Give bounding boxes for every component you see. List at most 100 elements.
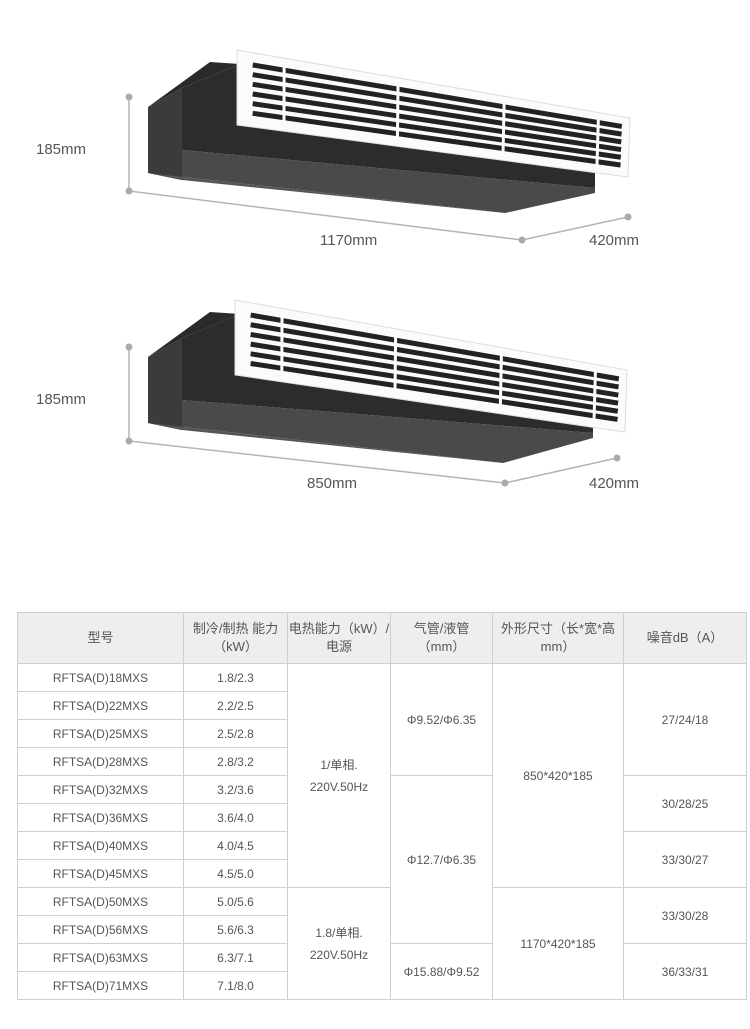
- grille-slat: [252, 101, 622, 160]
- electric-heat-text: 220V.50Hz: [309, 947, 369, 962]
- header-capacity: 制冷/制热 能力（kW）: [183, 612, 288, 664]
- unit-side-face: [148, 338, 182, 430]
- model-cell: RFTSA(D)56MXS: [17, 915, 184, 944]
- capacity-cell: 7.1/8.0: [183, 971, 288, 1000]
- unit-illustration-small: [125, 299, 628, 487]
- dimension-dot: [125, 187, 133, 195]
- model-cell: RFTSA(D)18MXS: [17, 663, 184, 692]
- unit-top-face: [148, 312, 240, 357]
- noise-cell: 27/24/18: [623, 663, 747, 776]
- unit-bottom-face: [148, 150, 595, 213]
- model-cell: RFTSA(D)50MXS: [17, 887, 184, 916]
- model-cell: RFTSA(D)22MXS: [17, 691, 184, 720]
- capacity-cell: 5.0/5.6: [183, 887, 288, 916]
- noise-cell: 30/28/25: [623, 775, 747, 832]
- electric-heat-text: 1/单相.: [320, 757, 358, 772]
- height-label: 185mm: [36, 141, 87, 158]
- model-cell: RFTSA(D)36MXS: [17, 803, 184, 832]
- dimension-dot: [613, 454, 621, 462]
- electric-heat-cell: 1/单相. 220V.50Hz: [287, 663, 391, 888]
- pipe-cell: Φ15.88/Φ9.52: [390, 943, 493, 1000]
- pipe-cell: Φ12.7/Φ6.35: [390, 775, 493, 944]
- unit-top-face: [148, 62, 240, 107]
- unit-bottom-face: [148, 400, 593, 463]
- grille-divider: [395, 83, 400, 141]
- grille-slat: [250, 312, 620, 382]
- grille-divider: [393, 334, 398, 393]
- header-dimensions: 外形尺寸（长*宽*高mm）: [492, 612, 624, 664]
- dimension-dot: [125, 437, 133, 445]
- capacity-cell: 3.2/3.6: [183, 775, 288, 804]
- dimension-dot: [518, 236, 526, 244]
- grille-divider: [501, 101, 506, 156]
- grille-slat: [252, 72, 622, 137]
- noise-cell: 33/30/27: [623, 831, 747, 888]
- grille-divider: [592, 369, 597, 423]
- model-cell: RFTSA(D)25MXS: [17, 719, 184, 748]
- capacity-cell: 4.5/5.0: [183, 859, 288, 888]
- model-cell: RFTSA(D)32MXS: [17, 775, 184, 804]
- unit-illustration-large: [125, 49, 632, 244]
- model-cell: RFTSA(D)40MXS: [17, 831, 184, 860]
- dimension-dot: [501, 479, 509, 487]
- unit-bottom-edge: [148, 423, 503, 463]
- header-noise: 噪音dB（A）: [623, 612, 747, 664]
- dimension-line: [128, 347, 618, 484]
- dimension-dot: [624, 213, 632, 221]
- capacity-cell: 2.2/2.5: [183, 691, 288, 720]
- depth-label: 420mm: [589, 232, 640, 249]
- table-header-row: 型号 制冷/制热 能力（kW） 电热能力（kW）/电源 气管/液管（mm） 外形…: [17, 612, 747, 664]
- header-electric-heat: 电热能力（kW）/电源: [287, 612, 391, 664]
- noise-cell: 36/33/31: [623, 943, 747, 1000]
- grille-divider: [595, 117, 600, 169]
- grille-slat: [250, 322, 619, 390]
- capacity-cell: 5.6/6.3: [183, 915, 288, 944]
- capacity-cell: 2.8/3.2: [183, 747, 288, 776]
- length-label: 1170mm: [320, 232, 378, 249]
- model-cell: RFTSA(D)71MXS: [17, 971, 184, 1000]
- electric-heat-cell: 1.8/单相. 220V.50Hz: [287, 887, 391, 1000]
- header-pipes: 气管/液管（mm）: [390, 612, 493, 664]
- capacity-cell: 4.0/4.5: [183, 831, 288, 860]
- unit-bottom-edge: [148, 173, 505, 213]
- grille-slat: [252, 81, 622, 145]
- unit-side-face: [148, 88, 182, 180]
- electric-heat-text: 1.8/单相.: [315, 925, 363, 940]
- grille-slat: [252, 110, 621, 168]
- model-cell: RFTSA(D)28MXS: [17, 747, 184, 776]
- pipe-cell: Φ9.52/Φ6.35: [390, 663, 493, 776]
- grille-slat: [250, 341, 619, 406]
- noise-cell: 33/30/28: [623, 887, 747, 944]
- length-label: 850mm: [307, 475, 358, 492]
- dimension-dot: [125, 93, 133, 101]
- dimension-line: [128, 97, 629, 241]
- grille-divider: [498, 352, 503, 409]
- grille-slat: [252, 91, 622, 153]
- capacity-cell: 2.5/2.8: [183, 719, 288, 748]
- capacity-cell: 1.8/2.3: [183, 663, 288, 692]
- grille-slat: [250, 361, 618, 422]
- depth-label: 420mm: [589, 475, 640, 492]
- header-model: 型号: [17, 612, 184, 664]
- dimension-cell: 850*420*185: [492, 663, 624, 888]
- grille-slat: [252, 62, 623, 129]
- electric-heat-text: 220V.50Hz: [309, 779, 369, 794]
- dimension-cell: 1170*420*185: [492, 887, 624, 1000]
- grille-slat: [250, 351, 619, 414]
- capacity-cell: 6.3/7.1: [183, 943, 288, 972]
- dimension-dot: [125, 343, 133, 351]
- capacity-cell: 3.6/4.0: [183, 803, 288, 832]
- model-cell: RFTSA(D)63MXS: [17, 943, 184, 972]
